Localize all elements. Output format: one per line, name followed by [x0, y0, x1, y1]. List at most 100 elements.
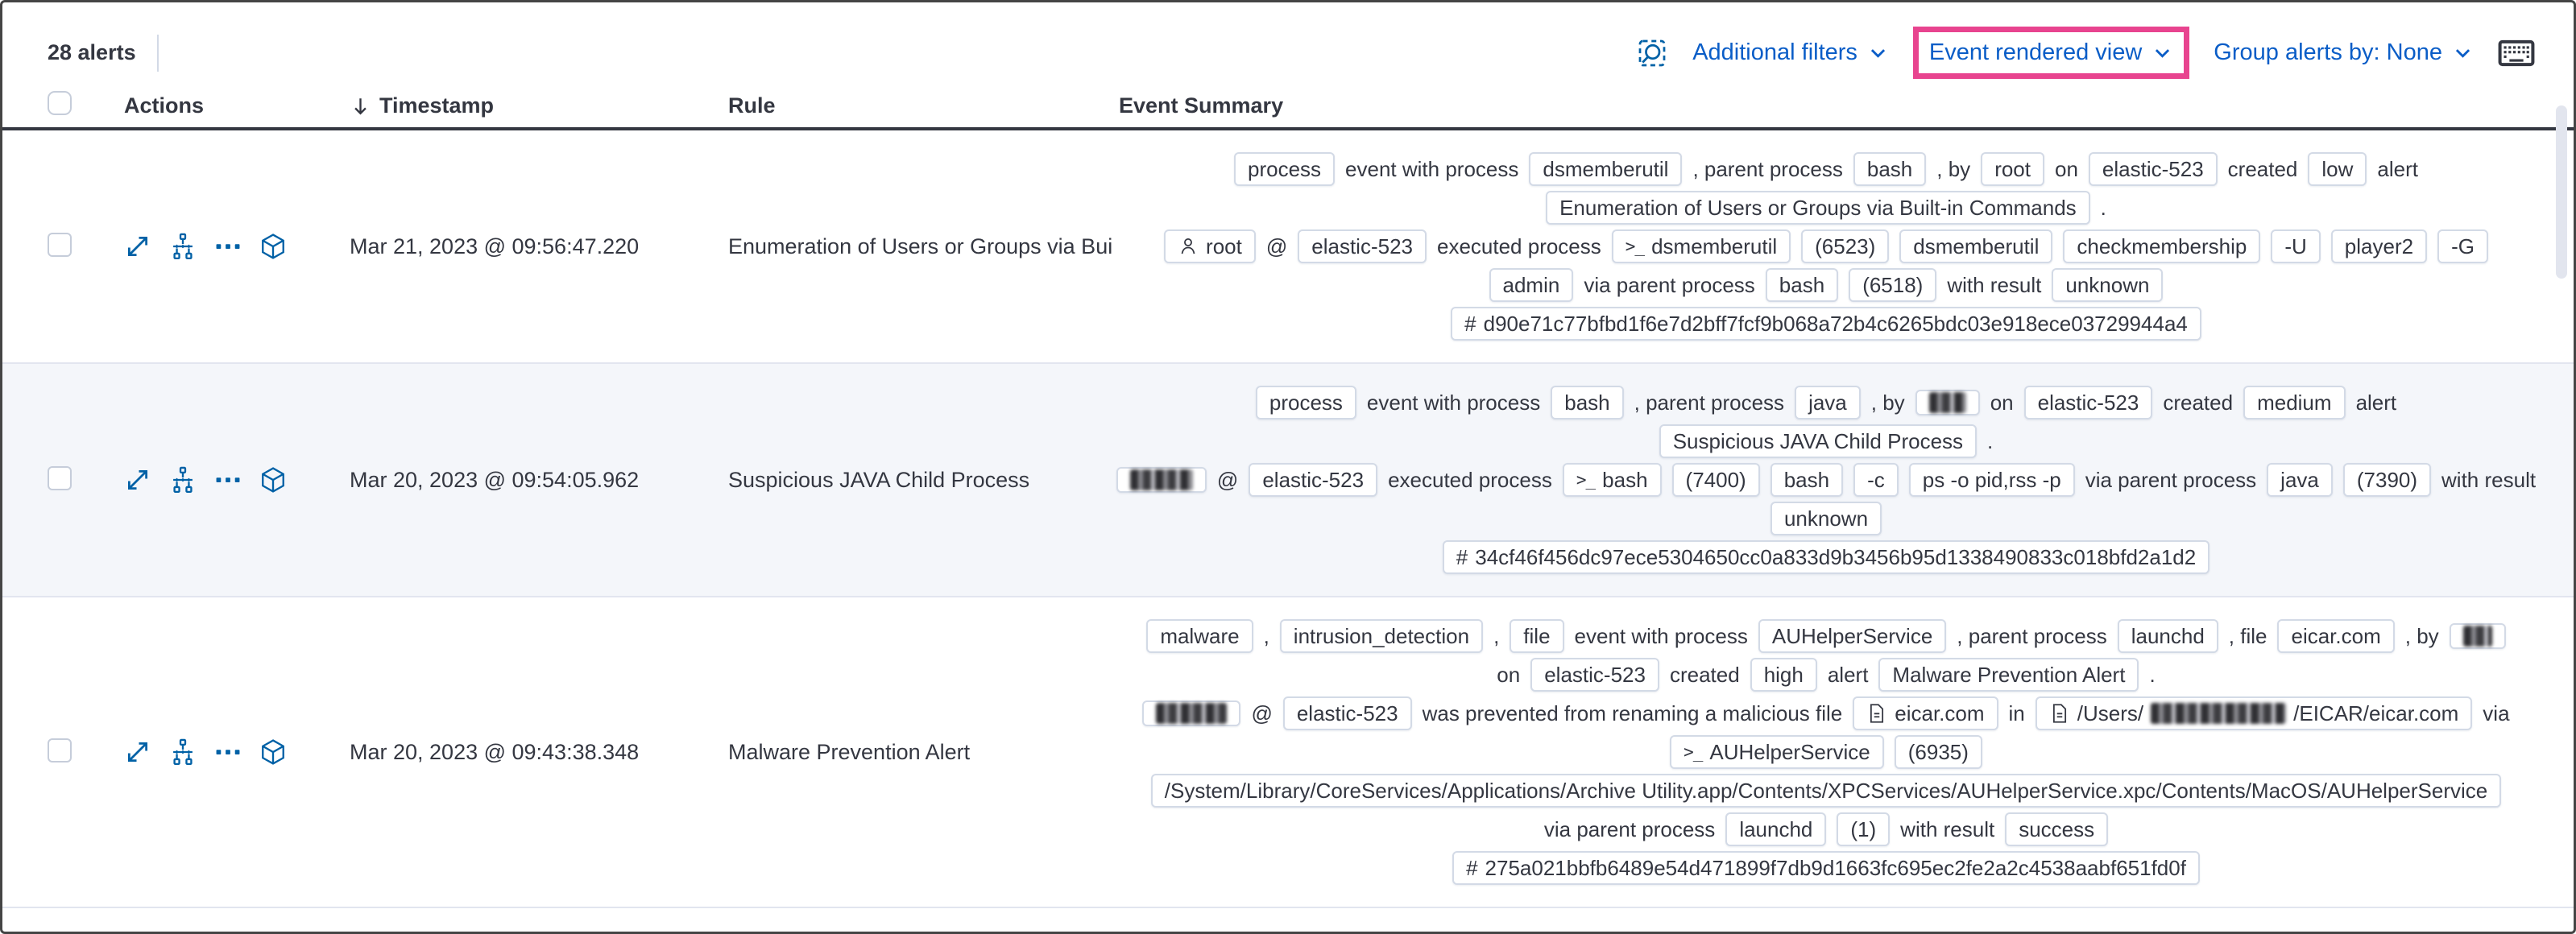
summary-badge[interactable]: medium [2243, 386, 2346, 419]
more-actions-button[interactable] [214, 466, 242, 494]
summary-badge[interactable]: file [1510, 619, 1564, 653]
summary-badge[interactable]: bash [1853, 152, 1927, 186]
analyze-event-button[interactable] [169, 738, 197, 766]
summary-badge[interactable]: elastic-523 [2023, 386, 2153, 419]
summary-badge[interactable]: success [2005, 812, 2109, 846]
analyze-event-button[interactable] [169, 233, 197, 260]
more-actions-button[interactable] [214, 233, 242, 260]
summary-badge[interactable]: -U [2271, 229, 2321, 263]
summary-text: in [2008, 700, 2025, 725]
summary-badge[interactable]: eicar.com [2277, 619, 2395, 653]
alert-timestamp: Mar 20, 2023 @ 09:43:38.348 [350, 739, 640, 764]
more-actions-button[interactable] [214, 738, 242, 766]
summary-badge[interactable]: (6523) [1801, 229, 1890, 263]
summary-badge[interactable]: root [1164, 229, 1256, 263]
summary-badge[interactable]: (7390) [2342, 463, 2432, 497]
select-all-checkbox[interactable] [48, 90, 72, 115]
event-summary-line: Enumeration of Users or Groups via Built… [1119, 188, 2533, 227]
session-view-button[interactable] [259, 233, 287, 260]
summary-badge[interactable]: launchd [1725, 812, 1827, 846]
group-alerts-button[interactable]: Group alerts by: None [2214, 39, 2474, 66]
summary-badge[interactable]: bash [1551, 386, 1624, 419]
summary-badge[interactable] [1915, 390, 1980, 415]
badge-value: unknown [2065, 273, 2150, 297]
additional-filters-button[interactable]: Additional filters [1692, 39, 1889, 66]
column-header-timestamp[interactable]: Timestamp [350, 93, 728, 118]
summary-badge[interactable]: low [2308, 152, 2367, 186]
summary-badge[interactable]: unknown [2052, 268, 2164, 302]
summary-badge[interactable]: admin [1489, 268, 1574, 302]
summary-badge[interactable]: (6935) [1894, 735, 1982, 769]
summary-badge[interactable]: (7400) [1671, 463, 1760, 497]
chevron-down-icon [2151, 42, 2173, 64]
summary-badge[interactable]: java [1795, 386, 1861, 419]
summary-badge[interactable] [1116, 467, 1207, 493]
select-alert-checkbox[interactable] [48, 465, 72, 490]
badge-value: unknown [1783, 506, 1869, 531]
summary-badge[interactable]: Malware Prevention Alert [1878, 658, 2139, 692]
expand-alert-button[interactable] [124, 233, 151, 260]
summary-badge[interactable]: bash [1765, 268, 1839, 302]
summary-badge[interactable]: elastic-523 [1530, 658, 1659, 692]
summary-badge[interactable]: intrusion_detection [1279, 619, 1484, 653]
terminal-icon: >_ [1625, 237, 1645, 256]
summary-badge[interactable]: process [1255, 386, 1356, 419]
keyboard-icon[interactable] [2498, 35, 2535, 72]
summary-badge[interactable]: elastic-523 [1298, 229, 1427, 263]
summary-badge[interactable]: /System/Library/CoreServices/Application… [1150, 774, 2502, 808]
view-selector-button[interactable]: Event rendered view [1929, 39, 2173, 66]
summary-badge[interactable]: malware [1146, 619, 1253, 653]
session-view-button[interactable] [259, 466, 287, 494]
summary-badge[interactable] [1142, 700, 1241, 726]
chevron-down-icon [2452, 42, 2474, 64]
summary-text: , by [1936, 156, 1971, 181]
summary-badge[interactable]: >_dsmemberutil [1611, 229, 1791, 263]
summary-badge[interactable]: root [1981, 152, 2044, 186]
summary-badge[interactable]: Enumeration of Users or Groups via Built… [1546, 191, 2090, 225]
session-view-button[interactable] [259, 738, 287, 766]
summary-badge[interactable]: launchd [2117, 619, 2218, 653]
summary-text: alert [1827, 662, 1869, 687]
badge-value: elastic-523 [2037, 391, 2139, 415]
summary-badge[interactable]: elastic-523 [1249, 463, 1378, 497]
summary-badge[interactable]: dsmemberutil [1529, 152, 1683, 186]
vertical-scrollbar[interactable] [2556, 105, 2567, 279]
summary-badge[interactable]: dsmemberutil [1899, 229, 2053, 263]
select-alert-checkbox[interactable] [48, 738, 72, 762]
expand-alert-button[interactable] [124, 738, 151, 766]
summary-badge[interactable]: #275a021bbfb6489e54d471899f7db9d1663fc69… [1452, 851, 2200, 885]
summary-badge[interactable]: elastic-523 [1282, 696, 1412, 730]
summary-badge[interactable] [2449, 623, 2506, 649]
event-summary-line: unknown [1119, 499, 2533, 538]
expand-alert-button[interactable] [124, 466, 151, 494]
summary-badge[interactable]: #d90e71c77bfbd1f6e7d2bff7fcf9b068a72b4c6… [1451, 307, 2201, 341]
analyze-event-button[interactable] [169, 466, 197, 494]
inspect-icon[interactable] [1636, 37, 1668, 69]
summary-badge[interactable]: process [1234, 152, 1336, 186]
summary-badge[interactable]: unknown [1770, 502, 1882, 535]
summary-badge[interactable]: ps -o pid,rss -p [1908, 463, 2075, 497]
summary-text: alert [2377, 156, 2418, 181]
summary-badge[interactable]: bash [1770, 463, 1844, 497]
summary-badge[interactable]: -c [1853, 463, 1899, 497]
summary-badge[interactable]: #34cf46f456dc97ece5304650cc0a833d9b3456b… [1442, 540, 2210, 574]
badge-value: eicar.com [2291, 624, 2381, 648]
summary-badge[interactable]: eicar.com [1853, 696, 1998, 730]
highlight-annotation: Event rendered view [1912, 27, 2190, 79]
summary-badge[interactable]: (6518) [1849, 268, 1937, 302]
summary-badge[interactable]: AUHelperService [1758, 619, 1947, 653]
summary-badge[interactable]: high [1750, 658, 1817, 692]
summary-badge[interactable]: >_AUHelperService [1670, 735, 1884, 769]
summary-badge[interactable]: checkmembership [2063, 229, 2261, 263]
summary-badge[interactable]: elastic-523 [2088, 152, 2218, 186]
summary-badge[interactable]: java [2267, 463, 2333, 497]
summary-badge[interactable]: -G [2437, 229, 2488, 263]
summary-badge[interactable]: /Users//EICAR/eicar.com [2035, 696, 2473, 730]
summary-badge[interactable]: player2 [2330, 229, 2428, 263]
summary-badge[interactable]: (1) [1837, 812, 1891, 846]
summary-badge[interactable]: >_bash [1562, 463, 1662, 497]
summary-badge[interactable]: Suspicious JAVA Child Process [1659, 424, 1978, 458]
select-alert-checkbox[interactable] [48, 232, 72, 257]
